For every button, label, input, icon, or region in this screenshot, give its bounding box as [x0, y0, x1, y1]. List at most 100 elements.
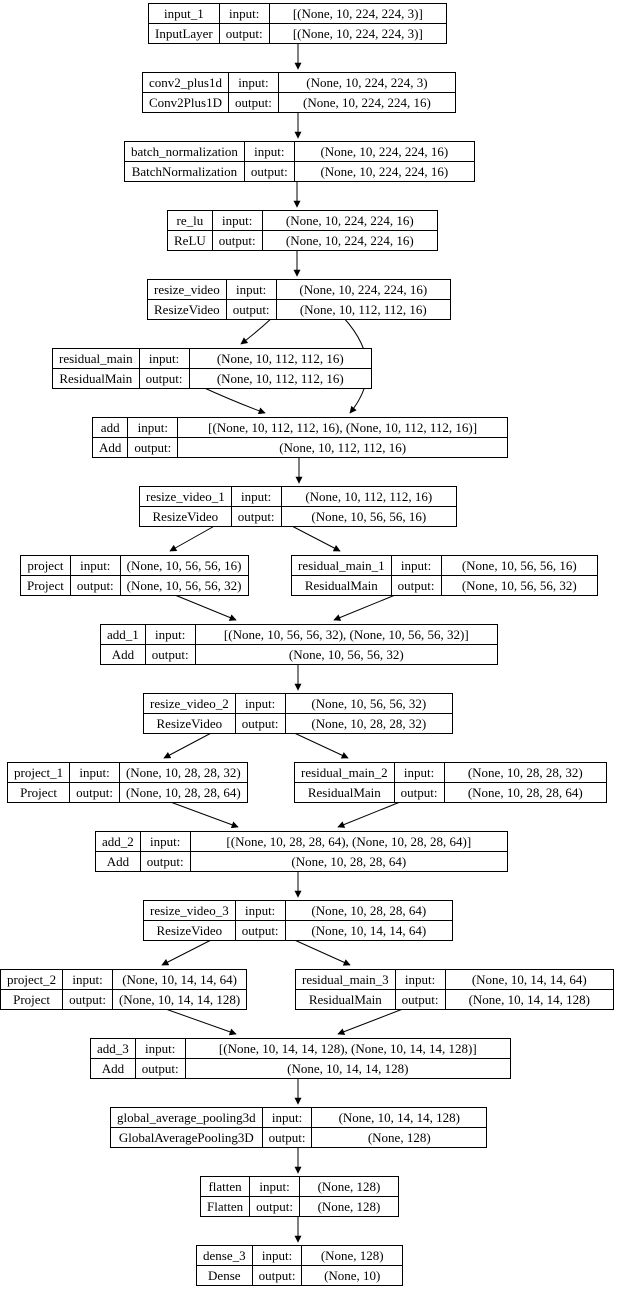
node-project_1: project_1 input: (None, 10, 28, 28, 32) …	[6, 762, 248, 803]
input-shape: (None, 10, 56, 56, 16)	[440, 555, 598, 576]
input-label: input:	[227, 72, 279, 93]
layer-name: global_average_pooling3d	[110, 1107, 263, 1128]
edge-resize_video_1-residual_main_1	[287, 523, 341, 552]
edge-project_2-add_3	[159, 1006, 237, 1036]
input-shape: (None, 10, 56, 56, 32)	[284, 693, 454, 714]
layer-type: Conv2Plus1D	[142, 92, 229, 113]
input-label: input:	[243, 141, 295, 162]
layer-name: resize_video	[147, 279, 227, 300]
output-shape: [(None, 10, 224, 224, 3)]	[268, 23, 448, 44]
layer-name: resize_video_3	[143, 900, 236, 921]
output-shape: (None, 10, 14, 14, 128)	[444, 989, 614, 1010]
input-label: input:	[138, 348, 190, 369]
edge-project-add_1	[169, 592, 237, 621]
layer-type: Add	[100, 644, 146, 665]
node-conv2_plus1d: conv2_plus1d input: (None, 10, 224, 224,…	[142, 72, 457, 113]
layer-name: residual_main_2	[294, 762, 395, 783]
input-label: input:	[225, 279, 277, 300]
output-label: output:	[139, 851, 191, 872]
output-label: output:	[62, 989, 113, 1010]
node-residual_main: residual_main input: (None, 10, 112, 112…	[52, 348, 372, 389]
output-shape: (None, 10, 56, 56, 16)	[280, 506, 458, 527]
layer-name: residual_main	[52, 348, 140, 369]
input-shape: (None, 10, 56, 56, 16)	[119, 555, 249, 576]
node-resize_video_2: resize_video_2 input: (None, 10, 56, 56,…	[143, 693, 454, 734]
edge-resize_video_3-project_2	[161, 937, 216, 966]
input-shape: (None, 10, 112, 112, 16)	[280, 486, 458, 507]
input-shape: (None, 10, 28, 28, 64)	[284, 900, 454, 921]
output-label: output:	[144, 644, 196, 665]
input-label: input:	[211, 210, 263, 231]
output-shape: (None, 10, 112, 112, 16)	[177, 437, 508, 458]
layer-type: ResizeVideo	[143, 713, 236, 734]
input-label: input:	[251, 1245, 303, 1266]
node-resize_video_1: resize_video_1 input: (None, 10, 112, 11…	[139, 486, 458, 527]
output-label: output:	[218, 23, 270, 44]
output-shape: (None, 10, 224, 224, 16)	[293, 161, 476, 182]
input-shape: (None, 10, 28, 28, 32)	[443, 762, 607, 783]
input-shape: (None, 128)	[298, 1176, 400, 1197]
edge-residual_main_2-add_2	[337, 799, 406, 828]
layer-name: project_2	[0, 969, 64, 990]
input-label: input:	[261, 1107, 313, 1128]
node-project_2: project_2 input: (None, 10, 14, 14, 64) …	[0, 969, 248, 1010]
input-label: input:	[69, 555, 121, 576]
output-label: output:	[225, 299, 277, 320]
layer-type: Project	[20, 575, 71, 596]
output-shape: (None, 128)	[298, 1196, 400, 1217]
layer-name: resize_video_1	[139, 486, 232, 507]
input-shape: [(None, 10, 56, 56, 32), (None, 10, 56, …	[194, 624, 499, 645]
node-re_lu: re_lu input: (None, 10, 224, 224, 16) Re…	[167, 210, 439, 251]
input-label: input:	[393, 762, 445, 783]
output-shape: (None, 10, 28, 28, 32)	[284, 713, 454, 734]
node-add_3: add_3 input: [(None, 10, 14, 14, 128), (…	[90, 1038, 512, 1079]
input-shape: [(None, 10, 224, 224, 3)]	[268, 3, 448, 24]
output-shape: (None, 10, 14, 14, 128)	[184, 1058, 512, 1079]
input-shape: (None, 10, 224, 224, 16)	[261, 210, 439, 231]
layer-type: ResidualMain	[291, 575, 392, 596]
output-shape: (None, 10)	[301, 1265, 403, 1286]
input-label: input:	[134, 1038, 186, 1059]
output-label: output:	[243, 161, 295, 182]
output-label: output:	[211, 230, 263, 251]
output-label: output:	[127, 437, 179, 458]
layer-name: input_1	[148, 3, 220, 24]
output-label: output:	[69, 575, 121, 596]
output-label: output:	[394, 989, 446, 1010]
layer-type: ResizeVideo	[143, 920, 236, 941]
input-shape: [(None, 10, 14, 14, 128), (None, 10, 14,…	[184, 1038, 512, 1059]
output-label: output:	[230, 506, 282, 527]
node-residual_main_2: residual_main_2 input: (None, 10, 28, 28…	[294, 762, 607, 803]
node-global_average_pooling3d: global_average_pooling3d input: (None, 1…	[110, 1107, 487, 1148]
node-flatten: flatten input: (None, 128) Flatten outpu…	[199, 1176, 400, 1217]
layer-name: resize_video_2	[143, 693, 236, 714]
output-label: output:	[393, 782, 445, 803]
input-shape: (None, 10, 224, 224, 16)	[293, 141, 476, 162]
layer-type: InputLayer	[148, 23, 220, 44]
layer-name: conv2_plus1d	[142, 72, 229, 93]
input-label: input:	[139, 831, 191, 852]
layer-name: flatten	[199, 1176, 251, 1197]
layer-type: ResidualMain	[52, 368, 140, 389]
input-shape: (None, 128)	[301, 1245, 403, 1266]
input-shape: (None, 10, 14, 14, 64)	[111, 969, 248, 990]
layer-name: residual_main_3	[295, 969, 396, 990]
output-shape: (None, 10, 56, 56, 32)	[440, 575, 598, 596]
layer-type: ResizeVideo	[147, 299, 227, 320]
edge-residual_main_3-add_3	[337, 1006, 409, 1035]
output-shape: (None, 10, 56, 56, 32)	[119, 575, 249, 596]
node-dense_3: dense_3 input: (None, 128) Dense output:…	[196, 1245, 403, 1286]
output-shape: (None, 10, 224, 224, 16)	[277, 92, 457, 113]
node-residual_main_1: residual_main_1 input: (None, 10, 56, 56…	[291, 555, 598, 596]
input-shape: (None, 10, 112, 112, 16)	[188, 348, 372, 369]
input-label: input:	[234, 900, 286, 921]
node-add_2: add_2 input: [(None, 10, 28, 28, 64), (N…	[95, 831, 509, 872]
output-shape: (None, 10, 56, 56, 32)	[194, 644, 499, 665]
output-shape: (None, 10, 14, 14, 128)	[111, 989, 248, 1010]
layer-type: Dense	[196, 1265, 253, 1286]
layer-name: dense_3	[196, 1245, 253, 1266]
output-shape: (None, 10, 28, 28, 64)	[443, 782, 607, 803]
layer-type: ResidualMain	[294, 782, 395, 803]
layer-name: add_1	[100, 624, 146, 645]
